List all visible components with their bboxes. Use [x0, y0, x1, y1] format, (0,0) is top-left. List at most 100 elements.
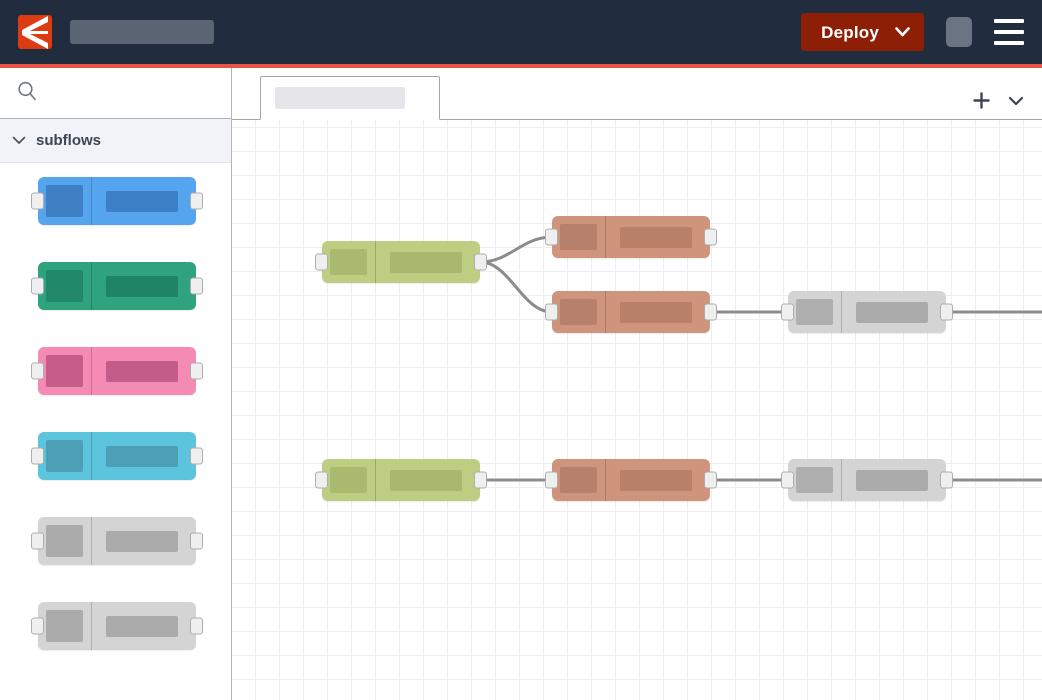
palette-node-5[interactable]: [31, 517, 203, 565]
flow-tab-bar: [232, 68, 1042, 120]
palette-category-subflows[interactable]: subflows: [0, 119, 231, 163]
palette-node-2[interactable]: [31, 262, 203, 310]
app-header: Deploy: [0, 0, 1042, 64]
node-icon: [46, 185, 83, 217]
user-avatar-icon[interactable]: [946, 17, 972, 47]
palette-node-1[interactable]: [31, 177, 203, 225]
node-label: [106, 190, 178, 212]
node-divider: [375, 241, 376, 283]
node-icon: [560, 224, 597, 250]
flow-tab-active[interactable]: [260, 76, 440, 120]
node-input-port[interactable]: [315, 471, 328, 489]
node-label: [106, 530, 178, 552]
header-accent-line: [0, 64, 1042, 68]
wire-green1-salmon2[interactable]: [479, 260, 553, 314]
node-icon: [560, 467, 597, 493]
node-output-port[interactable]: [190, 532, 203, 550]
node-output-port[interactable]: [704, 471, 717, 489]
hamburger-menu-icon[interactable]: [994, 19, 1024, 45]
node-input-port[interactable]: [781, 471, 794, 489]
node-icon: [46, 525, 83, 557]
flow-node-green-1[interactable]: [315, 241, 487, 283]
node-input-port[interactable]: [31, 362, 44, 380]
palette-node-6[interactable]: [31, 602, 203, 650]
palette-category-label: subflows: [36, 132, 102, 149]
flow-node-salmon-3[interactable]: [545, 459, 717, 501]
node-divider: [91, 432, 92, 480]
node-icon: [46, 610, 83, 642]
node-icon: [46, 270, 83, 302]
search-icon: [16, 80, 38, 107]
tab-actions: [973, 92, 1024, 109]
node-output-port[interactable]: [940, 303, 953, 321]
node-divider: [91, 177, 92, 225]
node-input-port[interactable]: [31, 532, 44, 550]
flow-node-grey-2[interactable]: [781, 459, 953, 501]
palette-node-list: [0, 163, 231, 650]
node-icon: [330, 467, 367, 493]
node-input-port[interactable]: [315, 253, 328, 271]
node-red-logo-icon[interactable]: [18, 15, 52, 49]
node-output-port[interactable]: [190, 277, 203, 295]
flow-node-grey-1[interactable]: [781, 291, 953, 333]
node-icon: [46, 440, 83, 472]
node-input-port[interactable]: [31, 277, 44, 295]
node-divider: [91, 517, 92, 565]
node-divider: [91, 602, 92, 650]
palette-node-4[interactable]: [31, 432, 203, 480]
menu-bar-3: [994, 41, 1024, 45]
palette-node-3[interactable]: [31, 347, 203, 395]
wire-layer: [479, 235, 1042, 482]
node-divider: [91, 347, 92, 395]
node-input-port[interactable]: [545, 303, 558, 321]
node-output-port[interactable]: [190, 362, 203, 380]
flow-canvas[interactable]: [232, 68, 1042, 700]
palette-search-input[interactable]: [0, 68, 231, 119]
node-divider: [375, 459, 376, 501]
node-divider: [605, 459, 606, 501]
node-label: [856, 301, 928, 323]
node-label: [106, 275, 178, 297]
node-label: [106, 360, 178, 382]
node-input-port[interactable]: [31, 447, 44, 465]
chevron-down-icon[interactable]: [1008, 96, 1024, 106]
node-output-port[interactable]: [474, 253, 487, 271]
flow-title-field[interactable]: [70, 20, 214, 44]
deploy-button[interactable]: Deploy: [801, 13, 924, 51]
node-input-port[interactable]: [545, 471, 558, 489]
wire-green1-salmon1[interactable]: [479, 235, 553, 264]
node-icon: [796, 299, 833, 325]
node-input-port[interactable]: [545, 228, 558, 246]
deploy-button-label: Deploy: [821, 22, 879, 42]
node-label: [390, 469, 462, 491]
node-divider: [91, 262, 92, 310]
palette-sidebar: subflows: [0, 68, 232, 700]
node-input-port[interactable]: [781, 303, 794, 321]
node-output-port[interactable]: [704, 303, 717, 321]
plus-icon[interactable]: [973, 92, 990, 109]
node-divider: [605, 291, 606, 333]
chevron-down-icon: [12, 136, 26, 145]
node-output-port[interactable]: [940, 471, 953, 489]
node-icon: [796, 467, 833, 493]
node-label: [620, 226, 692, 248]
flow-node-green-2[interactable]: [315, 459, 487, 501]
node-label: [390, 251, 462, 273]
node-label: [106, 445, 178, 467]
chevron-down-icon: [895, 27, 910, 37]
node-output-port[interactable]: [704, 228, 717, 246]
node-input-port[interactable]: [31, 617, 44, 635]
node-label: [620, 301, 692, 323]
node-output-port[interactable]: [190, 192, 203, 210]
node-input-port[interactable]: [31, 192, 44, 210]
node-label: [856, 469, 928, 491]
menu-bar-2: [994, 30, 1024, 34]
flow-node-salmon-1[interactable]: [545, 216, 717, 258]
node-output-port[interactable]: [474, 471, 487, 489]
node-icon: [46, 355, 83, 387]
node-output-port[interactable]: [190, 617, 203, 635]
flow-node-salmon-2[interactable]: [545, 291, 717, 333]
node-output-port[interactable]: [190, 447, 203, 465]
node-divider: [605, 216, 606, 258]
node-divider: [841, 291, 842, 333]
